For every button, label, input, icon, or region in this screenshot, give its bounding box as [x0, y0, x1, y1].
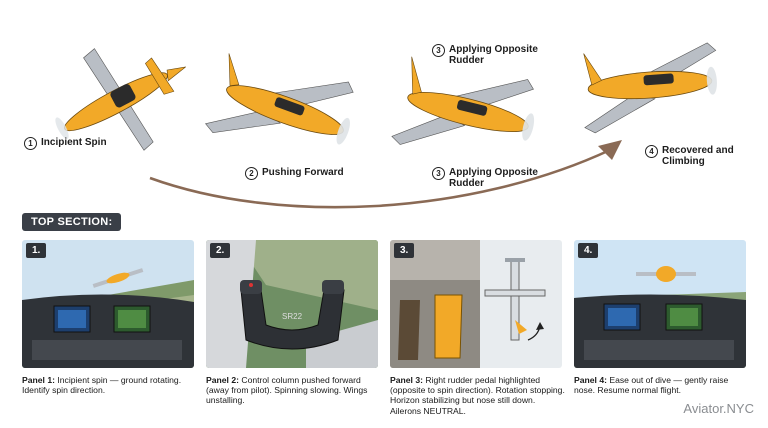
plane-pushing-forward — [202, 40, 365, 176]
step-2-label: 2 Pushing Forward — [245, 167, 344, 180]
step-number: 1 — [24, 137, 37, 150]
section-label: TOP SECTION: — [22, 213, 121, 231]
yoke-label: SR22 — [282, 312, 302, 321]
recovery-arrowhead — [598, 140, 622, 160]
step-3-label-top: 3 Applying Opposite Rudder — [432, 44, 542, 66]
watermark: Aviator.NYC — [683, 401, 754, 416]
plane-opposite-rudder — [390, 51, 544, 175]
step-4-label: 4 Recovered and Climbing — [645, 145, 745, 167]
plane-incipient-spin — [33, 15, 211, 181]
panel-badge: 2. — [210, 243, 230, 258]
spin-recovery-illustration — [0, 0, 768, 210]
panel-badge: 1. — [26, 243, 46, 258]
panel-3-caption: Panel 3: Right rudder pedal highlighted … — [390, 375, 566, 416]
step-3-label-bottom: 3 Applying Opposite Rudder — [432, 167, 542, 189]
step-number: 3 — [432, 44, 445, 57]
panel-1-caption: Panel 1: Incipient spin — ground rotatin… — [22, 375, 198, 395]
step-number: 3 — [432, 167, 445, 180]
panel-badge: 3. — [394, 243, 414, 258]
plane-recovered-climbing — [580, 42, 721, 133]
panel-3-rudder: 3. — [390, 240, 562, 368]
step-number: 4 — [645, 145, 658, 158]
step-1-label: 1 Incipient Spin — [24, 137, 107, 150]
panel-4-recovered: 4. — [574, 240, 746, 368]
step-number: 2 — [245, 167, 258, 180]
panel-2-yoke: SR22 2. — [206, 240, 378, 368]
panel-1-cockpit-spin: 1. — [22, 240, 194, 368]
panel-badge: 4. — [578, 243, 598, 258]
panel-4-caption: Panel 4: Ease out of dive — gently raise… — [574, 375, 750, 395]
panel-2-caption: Panel 2: Control column pushed forward (… — [206, 375, 382, 406]
